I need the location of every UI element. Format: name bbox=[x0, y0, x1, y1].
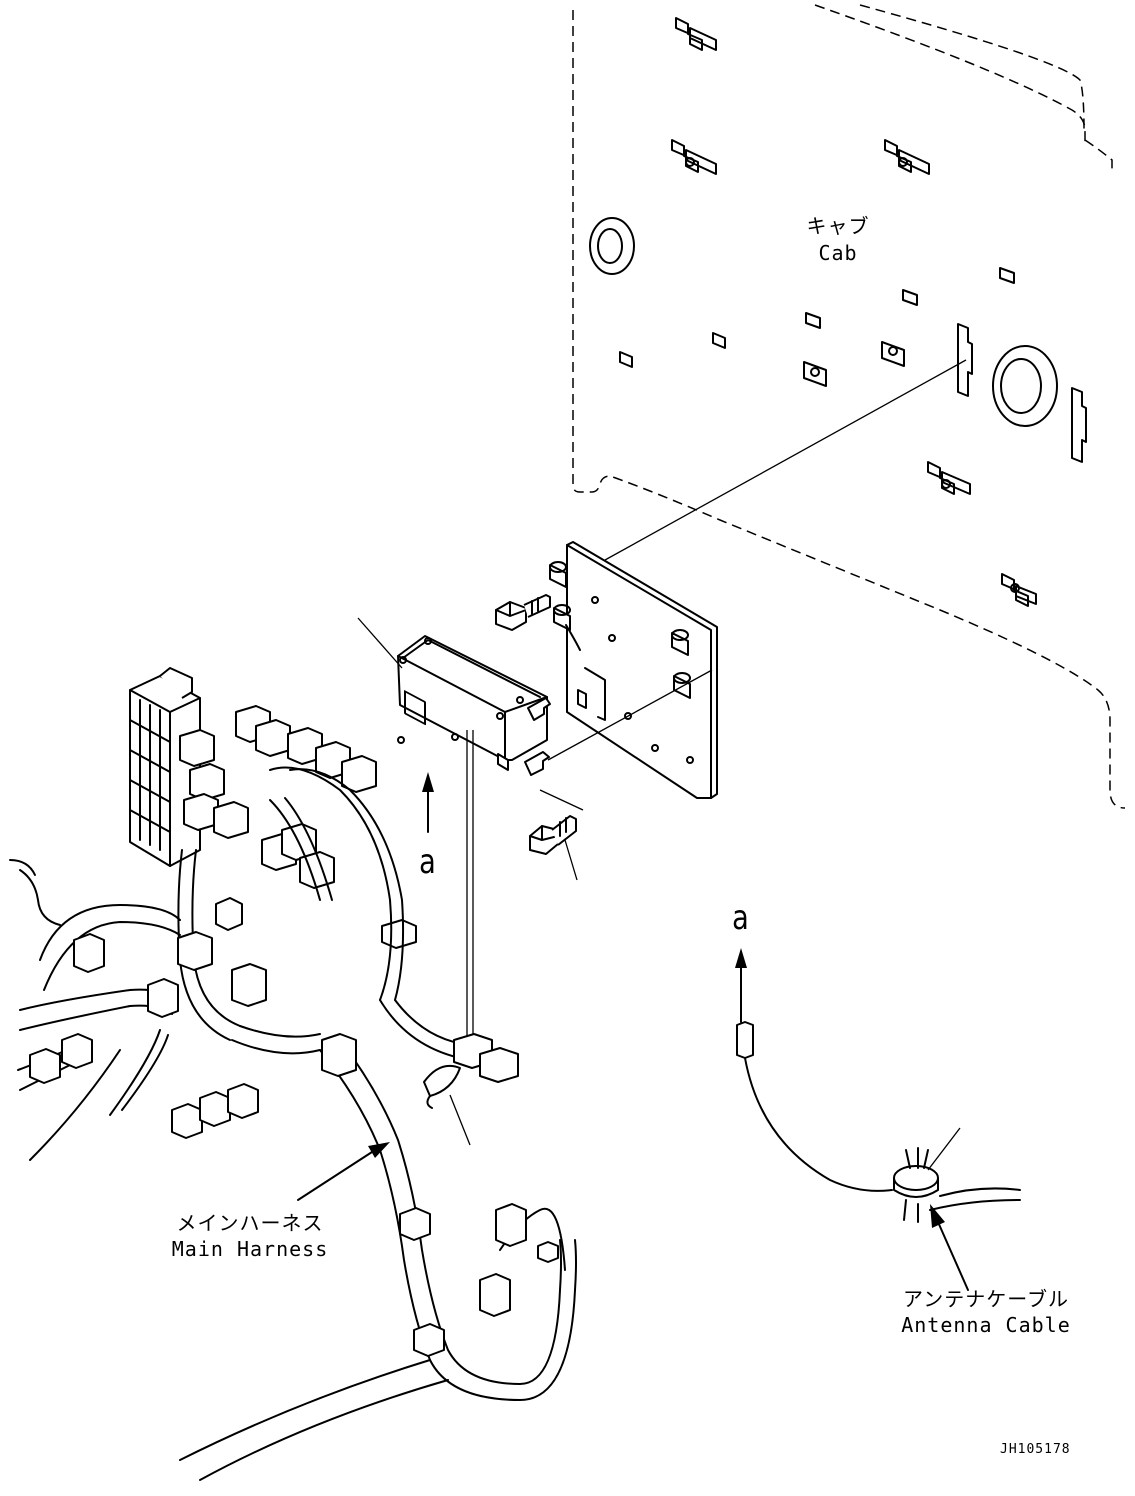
fuse-box bbox=[129, 667, 201, 867]
antenna-cable bbox=[736, 1021, 1021, 1211]
main-harness bbox=[9, 766, 577, 1481]
bolt-alignment-line bbox=[539, 789, 584, 811]
drawing-code: JH105178 bbox=[1000, 1442, 1071, 1457]
cable-tie-leader-line bbox=[927, 1127, 961, 1171]
cab-hole-right bbox=[992, 345, 1058, 427]
cab-panel bbox=[572, 4, 1126, 809]
view-arrow-top bbox=[422, 772, 434, 833]
bracket-leader-line bbox=[604, 359, 967, 561]
cab-hole-left bbox=[589, 217, 635, 275]
view-mark-top: a bbox=[419, 842, 436, 882]
bolt-leader-line bbox=[564, 839, 578, 881]
main-harness-arrow bbox=[297, 1142, 390, 1201]
cab-clip bbox=[619, 17, 1087, 607]
view-mark-right: a bbox=[732, 898, 749, 938]
main-harness-label-en: Main Harness bbox=[171, 1237, 329, 1261]
cab-label-en: Cab bbox=[818, 241, 858, 265]
harness-clamp bbox=[423, 1064, 461, 1109]
view-arrow-right bbox=[735, 948, 747, 1023]
bolt-lower bbox=[529, 815, 577, 855]
bolt-upper bbox=[495, 594, 551, 631]
cab-label-jp: キャブ bbox=[806, 214, 870, 238]
controller-unit bbox=[397, 635, 551, 776]
clamp-leader-line bbox=[449, 1094, 471, 1146]
main-harness-label-jp: メインハーネス bbox=[176, 1211, 324, 1235]
controller-leader-line bbox=[357, 617, 403, 669]
mounting-bracket bbox=[549, 541, 718, 799]
antenna-cable-label-jp: アンテナケーブル bbox=[903, 1287, 1069, 1311]
relay-cluster bbox=[179, 705, 417, 949]
cable-tie bbox=[893, 1147, 939, 1223]
antenna-cable-arrow bbox=[930, 1204, 969, 1291]
antenna-cable-label-en: Antenna Cable bbox=[901, 1313, 1071, 1337]
controller-to-bracket-line bbox=[547, 669, 713, 761]
harness-connector bbox=[29, 931, 559, 1357]
